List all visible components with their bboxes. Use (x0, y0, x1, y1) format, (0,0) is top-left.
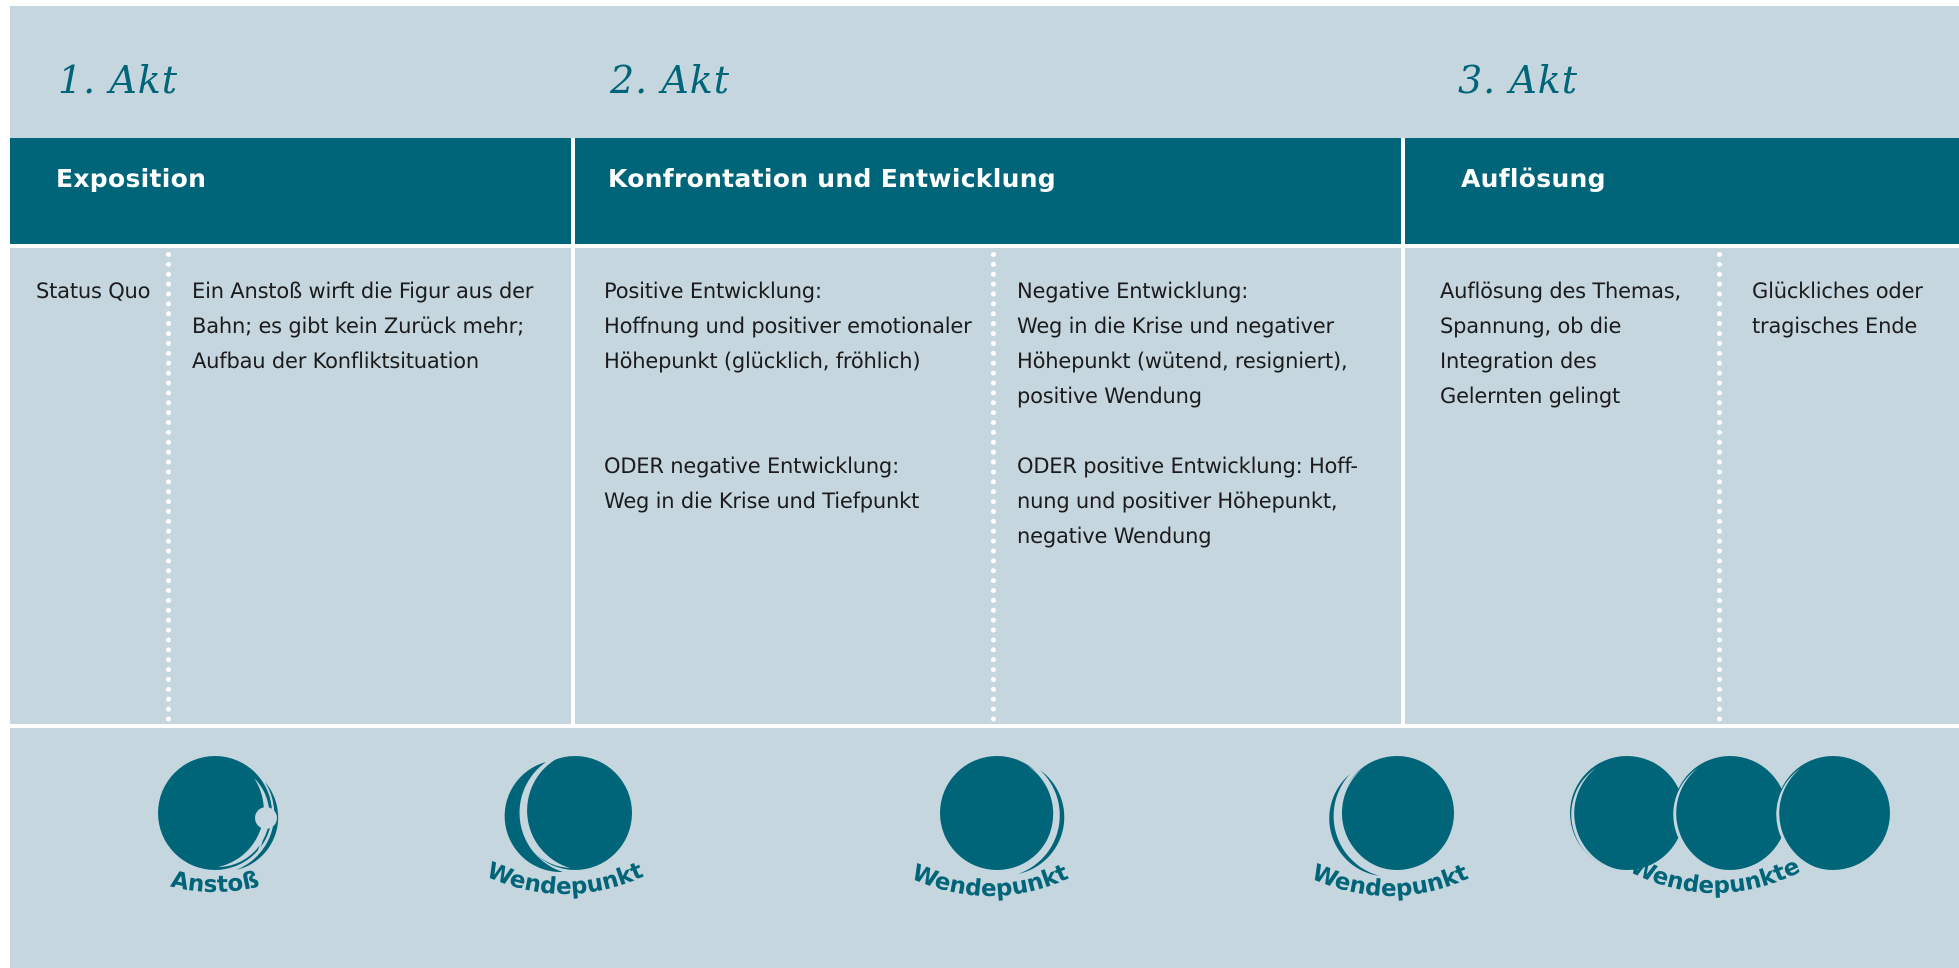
text-line: Aufbau der Konfliktsituation (192, 349, 479, 373)
status-quo-text: Status Quo (36, 279, 151, 303)
act-1-label: 1. Akt (58, 58, 179, 102)
phase-konfrontation-title: Konfrontation und Entwicklung (608, 164, 1056, 193)
wendepunkt-icon (940, 756, 1065, 874)
act-divider-1 (571, 138, 575, 728)
text-line: Spannung, ob die (1440, 314, 1622, 338)
cell-positive-development: Positive Entwicklung: Hoffnung und posit… (604, 274, 972, 519)
text-line: Glückliches oder (1752, 279, 1923, 303)
act-2-label: 2. Akt (610, 58, 731, 102)
text-line: Negative Entwicklung: (1017, 279, 1249, 303)
cell-ende: Glückliches oder tragisches Ende (1752, 274, 1923, 344)
phase-aufloesung-band: Auflösung (1405, 138, 1959, 244)
text-line: Gelernten gelingt (1440, 384, 1621, 408)
phase-exposition-band: Exposition (10, 138, 571, 244)
anstoss-label: Anstoß (169, 867, 262, 898)
turning-points-icons: Anstoß Wendepunkt Wendepunkt Wendepunkt … (158, 756, 1890, 902)
text-line: Positive Entwicklung: (604, 279, 822, 303)
text-line: positive Wendung (1017, 384, 1202, 408)
cell-anstoss-description: Ein Anstoß wirft die Figur aus der Bahn;… (192, 274, 533, 379)
text-line: Auflösung des Themas, (1440, 279, 1681, 303)
text-line: negative Wendung (1017, 524, 1212, 548)
diagram-canvas: 1. Akt 2. Akt 3. Akt Exposition Konfront… (10, 6, 1959, 968)
wendepunkt-icon (1329, 756, 1454, 876)
wendepunkte-icon (1570, 756, 1890, 870)
text-line: Hoffnung und positiver emotionaler (604, 314, 972, 338)
dotted-divider-konfrontation (991, 252, 996, 722)
anstoss-icon (158, 756, 279, 870)
phase-aufloesung-title: Auflösung (1461, 164, 1606, 193)
dotted-divider-aufloesung (1717, 252, 1722, 722)
text-line: Höhepunkt (glücklich, fröhlich) (604, 349, 921, 373)
text-line: Höhepunkt (wütend, resigniert), (1017, 349, 1348, 373)
cell-status-quo: Status Quo (36, 274, 150, 309)
cell-negative-development: Negative Entwicklung: Weg in die Krise u… (1017, 274, 1358, 554)
phase-exposition-title: Exposition (56, 164, 207, 193)
text-line: Integration des (1440, 349, 1597, 373)
text-line: Weg in die Krise und Tiefpunkt (604, 489, 920, 513)
content-bottom-line (10, 724, 1959, 728)
band-bottom-line (10, 244, 1959, 248)
text-line: Bahn; es gibt kein Zurück mehr; (192, 314, 524, 338)
text-line: tragisches Ende (1752, 314, 1918, 338)
text-line: ODER positive Entwicklung: Hoff- (1017, 454, 1358, 478)
cell-aufloesung-description: Auflösung des Themas, Spannung, ob die I… (1440, 274, 1681, 414)
act-3-label: 3. Akt (1458, 58, 1579, 102)
text-line: Ein Anstoß wirft die Figur aus der (192, 279, 534, 303)
phase-konfrontation-band: Konfrontation und Entwicklung (575, 138, 1401, 244)
text-line: ODER negative Entwicklung: (604, 454, 899, 478)
act-divider-2 (1401, 138, 1405, 728)
text-line: nung und positiver Höhepunkt, (1017, 489, 1338, 513)
wendepunkt-icon (504, 756, 632, 873)
dotted-divider-exposition (166, 252, 171, 722)
text-line: Weg in die Krise und negativer (1017, 314, 1334, 338)
